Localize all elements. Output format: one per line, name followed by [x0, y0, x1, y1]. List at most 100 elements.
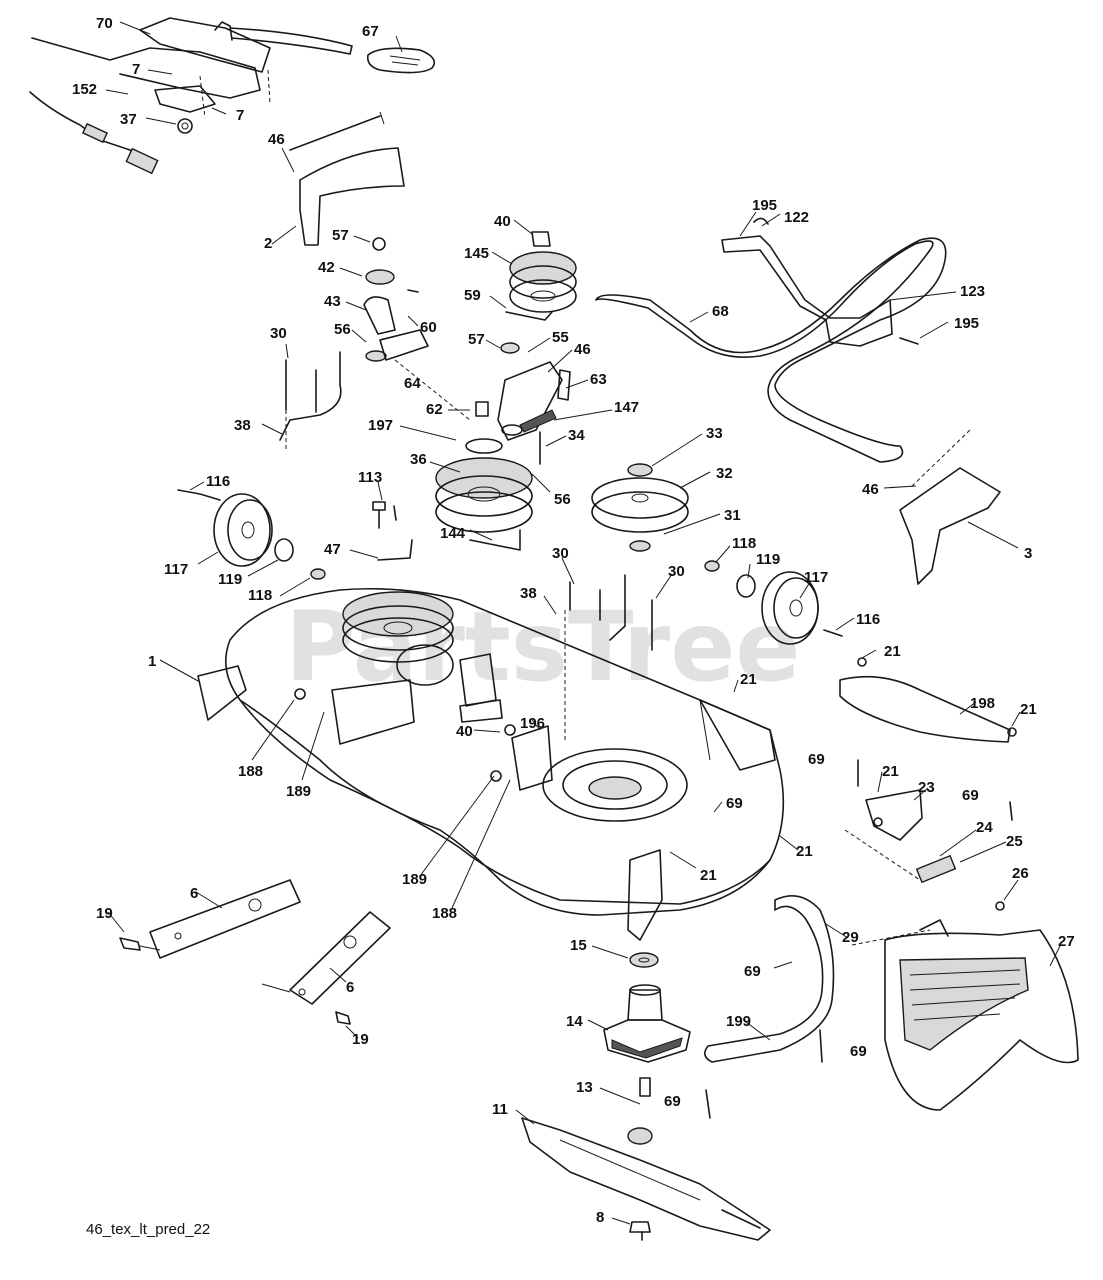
callout-117: 117	[164, 561, 188, 578]
leader-lines	[105, 21, 1061, 1225]
callout-116: 116	[206, 473, 230, 490]
callout-21: 21	[882, 763, 899, 780]
support-arm-29-199	[704, 894, 931, 1063]
callout-56: 56	[334, 321, 351, 338]
callout-46: 46	[862, 481, 879, 498]
callout-38: 38	[234, 417, 251, 434]
callout-43: 43	[324, 293, 341, 310]
bolt-and-rod-left	[279, 351, 342, 450]
callout-37: 37	[120, 111, 137, 128]
callout-38: 38	[520, 585, 537, 602]
deflector-arm-198	[839, 657, 1017, 787]
callout-25: 25	[1006, 833, 1023, 850]
tensioner-bracket	[475, 342, 571, 465]
callout-57: 57	[468, 331, 485, 348]
idler-arm-assembly	[363, 237, 471, 421]
callout-33: 33	[706, 425, 723, 442]
callout-67: 67	[362, 23, 379, 40]
idler-pulley-145	[505, 231, 577, 321]
diagram-caption: 46_tex_lt_pred_22	[86, 1221, 210, 1238]
callout-32: 32	[716, 465, 733, 482]
callout-113: 113	[358, 469, 382, 486]
callout-152: 152	[72, 81, 97, 98]
callout-118: 118	[248, 587, 272, 604]
callout-labels: 70 67 7 152 7 37 46 2 57 42 43 56 60 30 …	[72, 15, 1075, 1226]
callout-69: 69	[744, 963, 761, 980]
callout-7: 7	[132, 61, 140, 78]
callout-23: 23	[918, 779, 935, 796]
callout-6: 6	[190, 885, 198, 902]
callout-199: 199	[726, 1013, 751, 1030]
callout-145: 145	[464, 245, 489, 262]
drive-belt-68	[595, 237, 947, 463]
callout-123: 123	[960, 283, 985, 300]
callout-197: 197	[368, 417, 393, 434]
callout-8: 8	[596, 1209, 604, 1226]
callout-119: 119	[218, 571, 242, 588]
callout-27: 27	[1058, 933, 1075, 950]
mount-bar-lower	[261, 911, 391, 1025]
lift-linkage-assembly	[29, 17, 353, 175]
callout-69: 69	[664, 1093, 681, 1110]
callout-60: 60	[420, 319, 437, 336]
rubber-pedal-pad	[366, 47, 436, 74]
gauge-wheel-left	[177, 489, 326, 580]
blade-spindle	[603, 952, 711, 1119]
callout-30: 30	[668, 563, 685, 580]
callout-195: 195	[954, 315, 979, 332]
callout-2: 2	[264, 235, 272, 252]
callout-56: 56	[554, 491, 571, 508]
callout-19: 19	[96, 905, 113, 922]
callout-21: 21	[796, 843, 813, 860]
bolt-and-rod-center	[564, 574, 653, 740]
callout-196: 196	[520, 715, 545, 732]
callout-46: 46	[268, 131, 285, 148]
callout-189: 189	[286, 783, 311, 800]
callout-15: 15	[570, 937, 587, 954]
callout-64: 64	[404, 375, 421, 392]
callout-46: 46	[574, 341, 591, 358]
bracket-23-24-25	[844, 789, 1013, 884]
callout-34: 34	[568, 427, 585, 444]
callout-68: 68	[712, 303, 729, 320]
callout-14: 14	[566, 1013, 583, 1030]
callout-69: 69	[962, 787, 979, 804]
callout-188: 188	[432, 905, 457, 922]
callout-40: 40	[456, 723, 473, 740]
callout-188: 188	[238, 763, 263, 780]
gauge-wheel-right	[704, 560, 843, 645]
callout-119: 119	[756, 551, 780, 568]
callout-195: 195	[752, 197, 777, 214]
callout-55: 55	[552, 329, 569, 346]
callout-42: 42	[318, 259, 335, 276]
mount-bar-upper	[119, 879, 301, 959]
mower-deck	[197, 587, 785, 941]
callout-31: 31	[724, 507, 741, 524]
callout-59: 59	[464, 287, 481, 304]
callout-144: 144	[440, 525, 466, 542]
callout-11: 11	[492, 1101, 508, 1118]
callout-116: 116	[856, 611, 880, 628]
callout-70: 70	[96, 15, 113, 32]
callout-1: 1	[148, 653, 156, 670]
callout-13: 13	[576, 1079, 593, 1096]
callout-26: 26	[1012, 865, 1029, 882]
callout-69: 69	[808, 751, 825, 768]
callout-30: 30	[552, 545, 569, 562]
callout-21: 21	[700, 867, 717, 884]
callout-21: 21	[740, 671, 757, 688]
callout-189: 189	[402, 871, 427, 888]
callout-40: 40	[494, 213, 511, 230]
belt-keeper-bracket	[721, 217, 919, 347]
callout-62: 62	[426, 401, 443, 418]
discharge-chute-27	[884, 901, 1079, 1111]
callout-6: 6	[346, 979, 354, 996]
callout-117: 117	[804, 569, 828, 586]
callout-7: 7	[236, 107, 244, 124]
callout-3: 3	[1024, 545, 1032, 562]
callout-147: 147	[614, 399, 639, 416]
callout-57: 57	[332, 227, 349, 244]
callout-21: 21	[1020, 701, 1037, 718]
